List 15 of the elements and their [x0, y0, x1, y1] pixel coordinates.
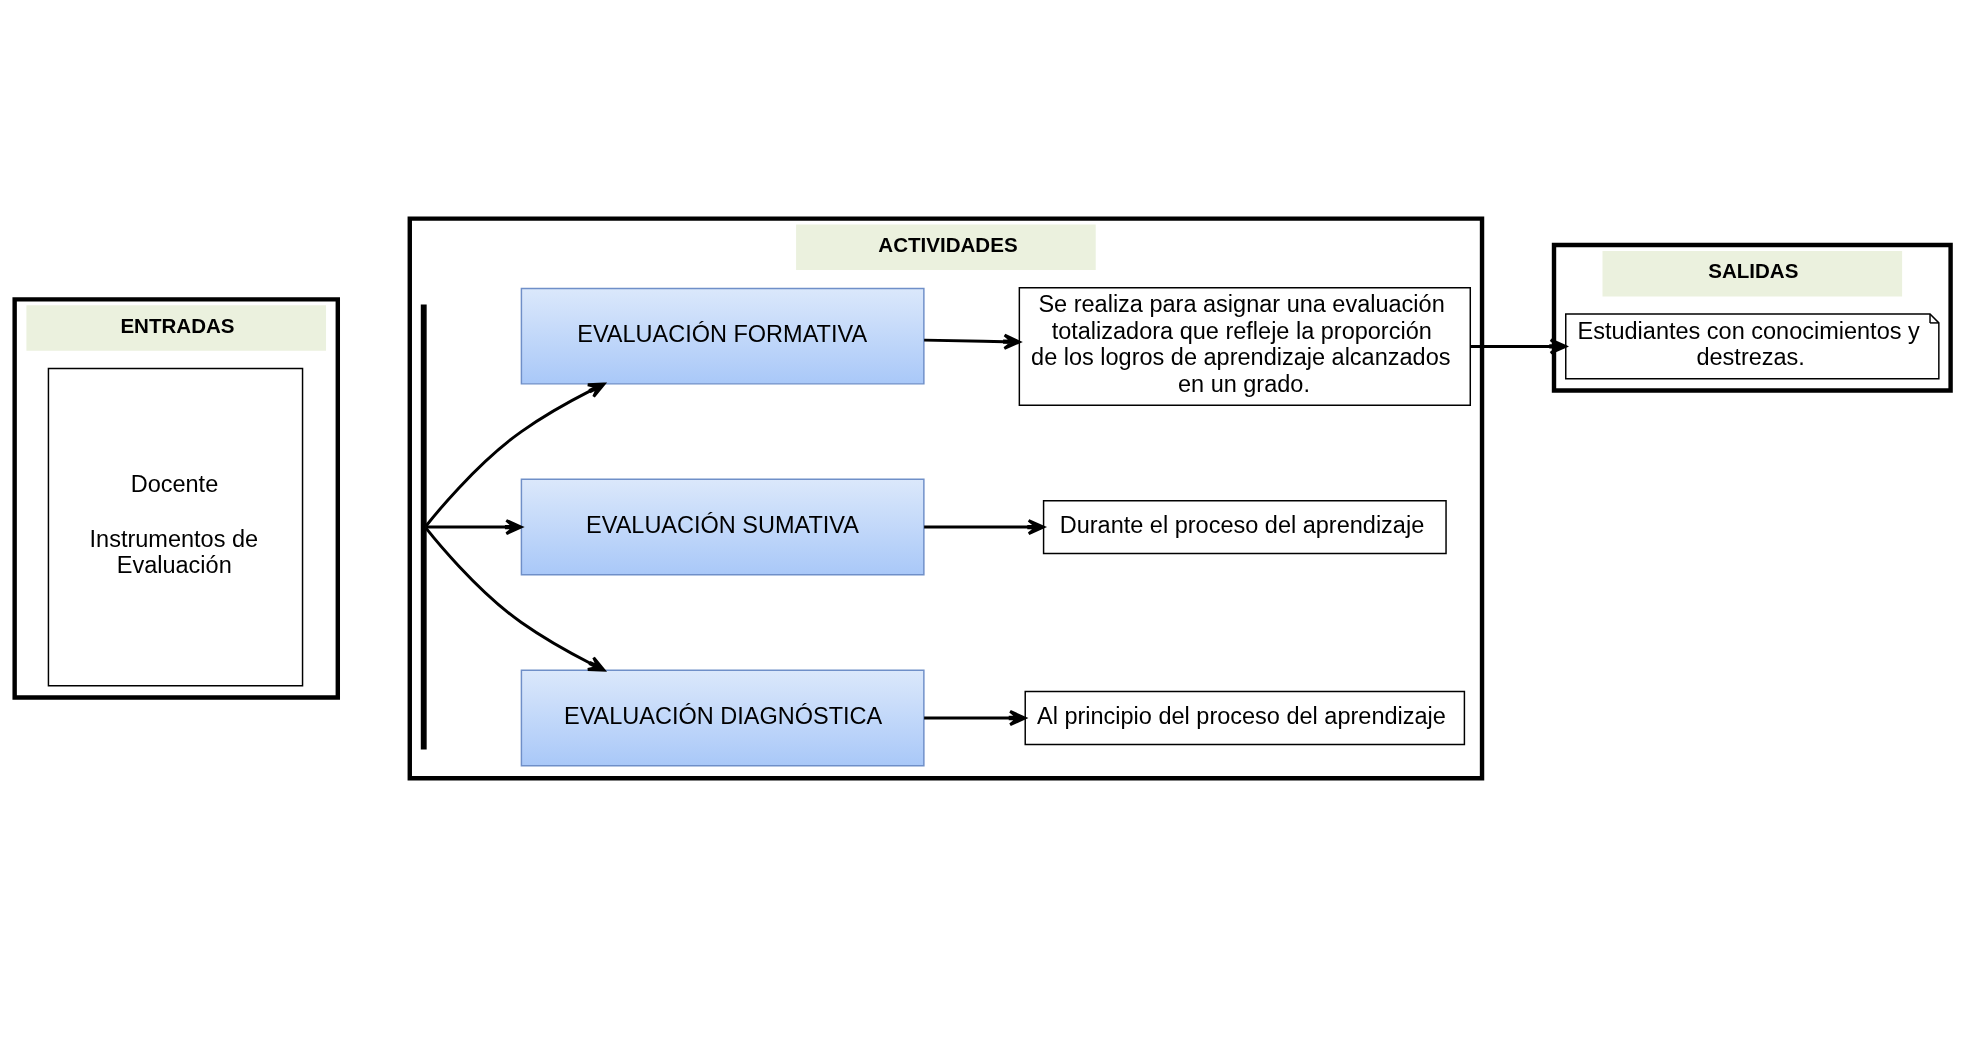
arrow: [1470, 337, 1567, 354]
arrow: [924, 518, 1045, 535]
arrow: [424, 382, 606, 527]
node-bar: [420, 304, 427, 750]
node-box: EVALUACIÓN SUMATIVA: [520, 478, 925, 576]
arrow: [424, 526, 606, 672]
node-box: EVALUACIÓN FORMATIVA: [520, 287, 925, 385]
arrow: [924, 709, 1027, 726]
node-box: Se realiza para asignar una evaluación totalizadora que refleje la proporción de los logros de aprendizaje alcanzados en un grado.: [1018, 286, 1471, 406]
node-box: Durante el proceso del aprendizaje: [1042, 499, 1447, 554]
node-box: Docente Instrumentos de Evaluación: [47, 367, 304, 686]
arrow: [924, 333, 1021, 350]
arrow: [426, 518, 523, 535]
node-box: Al principio del proceso del aprendizaje: [1024, 690, 1466, 745]
node-box: EVALUACIÓN DIAGNÓSTICA: [520, 669, 925, 766]
